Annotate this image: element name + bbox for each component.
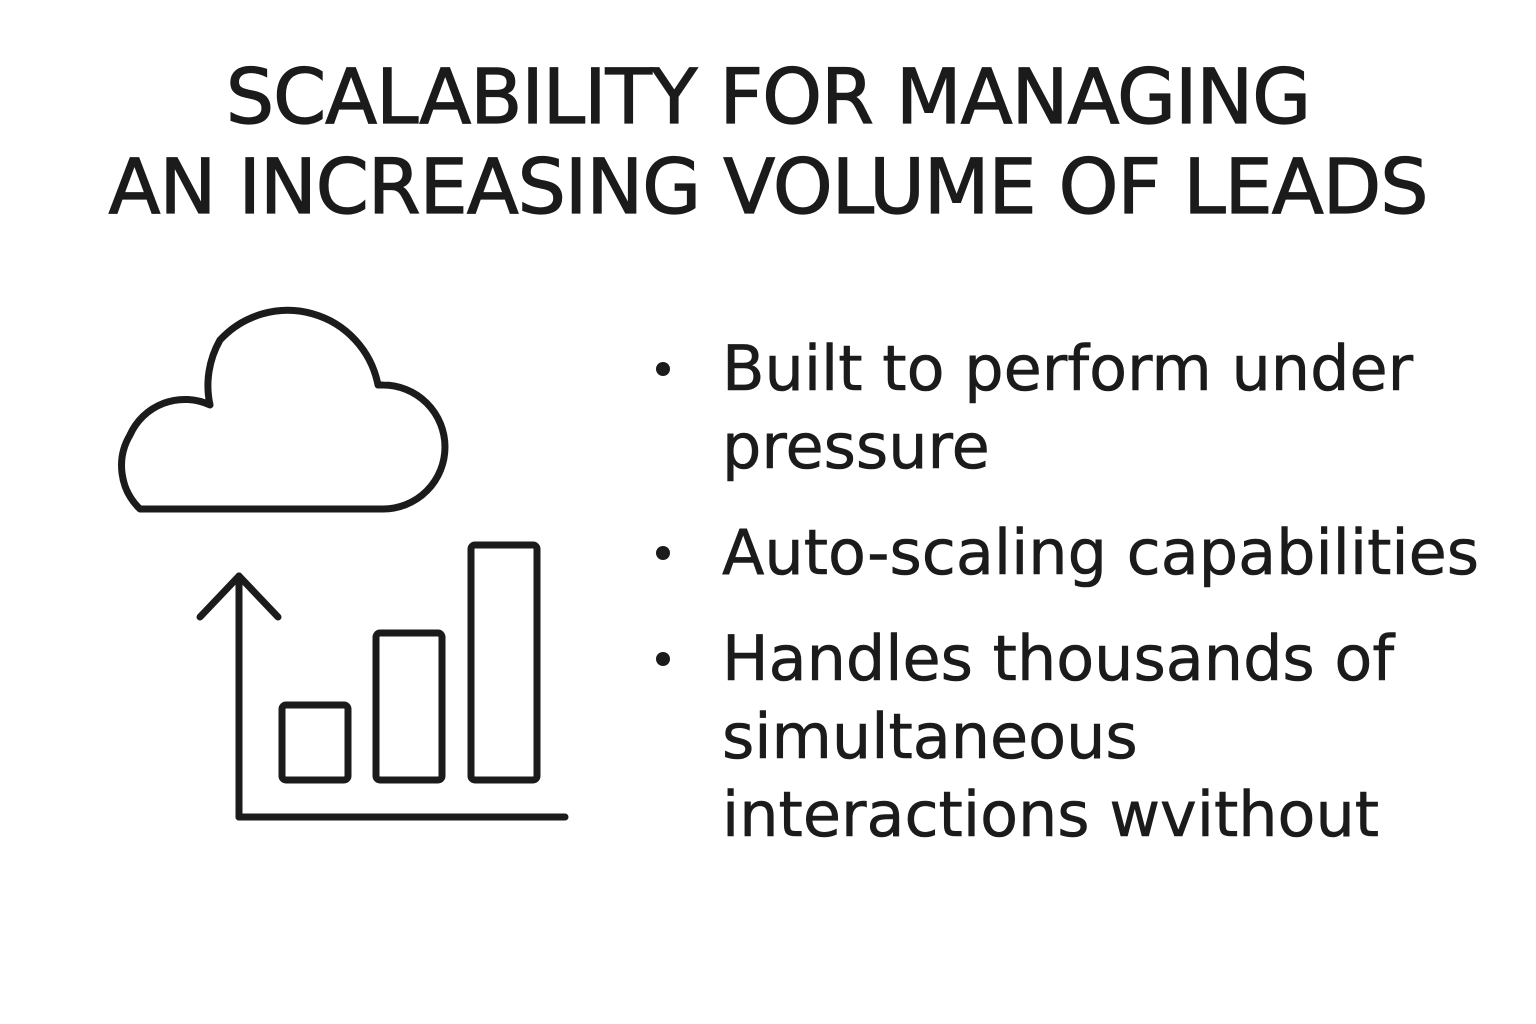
bullet-text: Auto-scaling capabilities <box>722 516 1480 590</box>
bullet-list: Built to perform under pressure Auto-sca… <box>652 330 1512 882</box>
title-line-2: AN INCREASING VOLUME OF LEADS <box>108 141 1429 231</box>
bullet-text: Built to perform under pressure <box>722 332 1414 484</box>
bullet-dot-icon <box>656 652 670 666</box>
up-arrow-icon <box>196 572 569 821</box>
bullet-item: Built to perform under pressure <box>652 330 1512 486</box>
bullet-dot-icon <box>656 546 670 560</box>
cloud-icon <box>118 306 449 513</box>
bar-medium <box>372 629 446 784</box>
bullet-item: Auto-scaling capabilities <box>652 514 1512 592</box>
bar-small <box>278 701 352 784</box>
bar-chart-icon <box>278 541 541 784</box>
page-title: SCALABILITY FOR MANAGING AN INCREASING V… <box>0 51 1536 232</box>
scalability-illustration <box>60 280 600 840</box>
title-line-1: SCALABILITY FOR MANAGING <box>225 51 1312 141</box>
bullet-dot-icon <box>656 362 670 376</box>
bar-large <box>467 541 541 784</box>
bullet-text: Handles thousands of simultaneous intera… <box>722 622 1395 852</box>
bullet-item: Handles thousands of simultaneous intera… <box>652 620 1512 854</box>
